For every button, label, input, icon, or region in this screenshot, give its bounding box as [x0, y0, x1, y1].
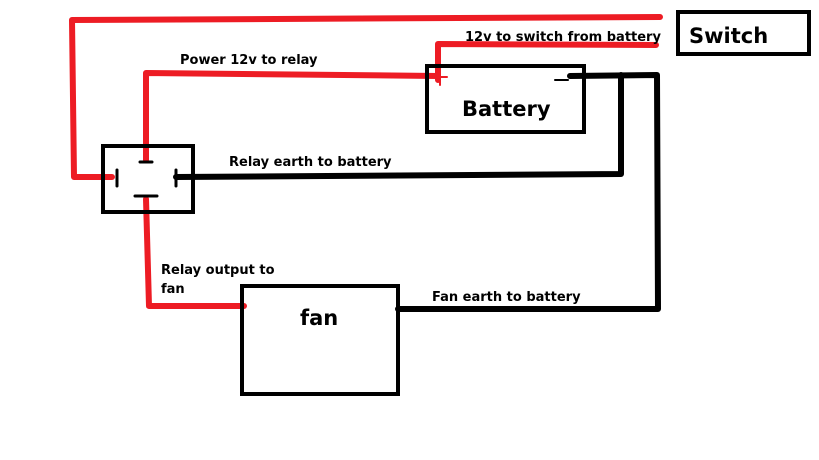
battery-terminals — [432, 69, 569, 86]
earth-wires — [173, 72, 661, 312]
switch-box — [676, 10, 811, 56]
fan-earth-label: Fan earth to battery — [432, 290, 581, 305]
relay-box — [101, 144, 195, 214]
battery-label: Battery — [462, 97, 551, 121]
fan-label: fan — [300, 306, 338, 330]
relay-output-label-line2: fan — [161, 282, 185, 297]
wire-relay-to-switch — [69, 14, 663, 180]
wire-fan-earth — [395, 72, 661, 312]
wire-relay-power — [143, 70, 441, 163]
fan-box — [240, 284, 400, 396]
wire-relay-output — [143, 196, 247, 309]
switch-label: Switch — [689, 24, 768, 48]
battery-box — [425, 64, 586, 134]
component-boxes — [101, 10, 811, 396]
switch-feed-label: 12v to switch from battery — [465, 30, 661, 45]
relay-output-label-line1: Relay output to — [161, 263, 275, 278]
relay-power-label: Power 12v to relay — [180, 53, 318, 68]
relay-terminals — [115, 160, 178, 198]
relay-earth-label: Relay earth to battery — [229, 155, 392, 170]
wire-relay-earth — [173, 72, 624, 180]
